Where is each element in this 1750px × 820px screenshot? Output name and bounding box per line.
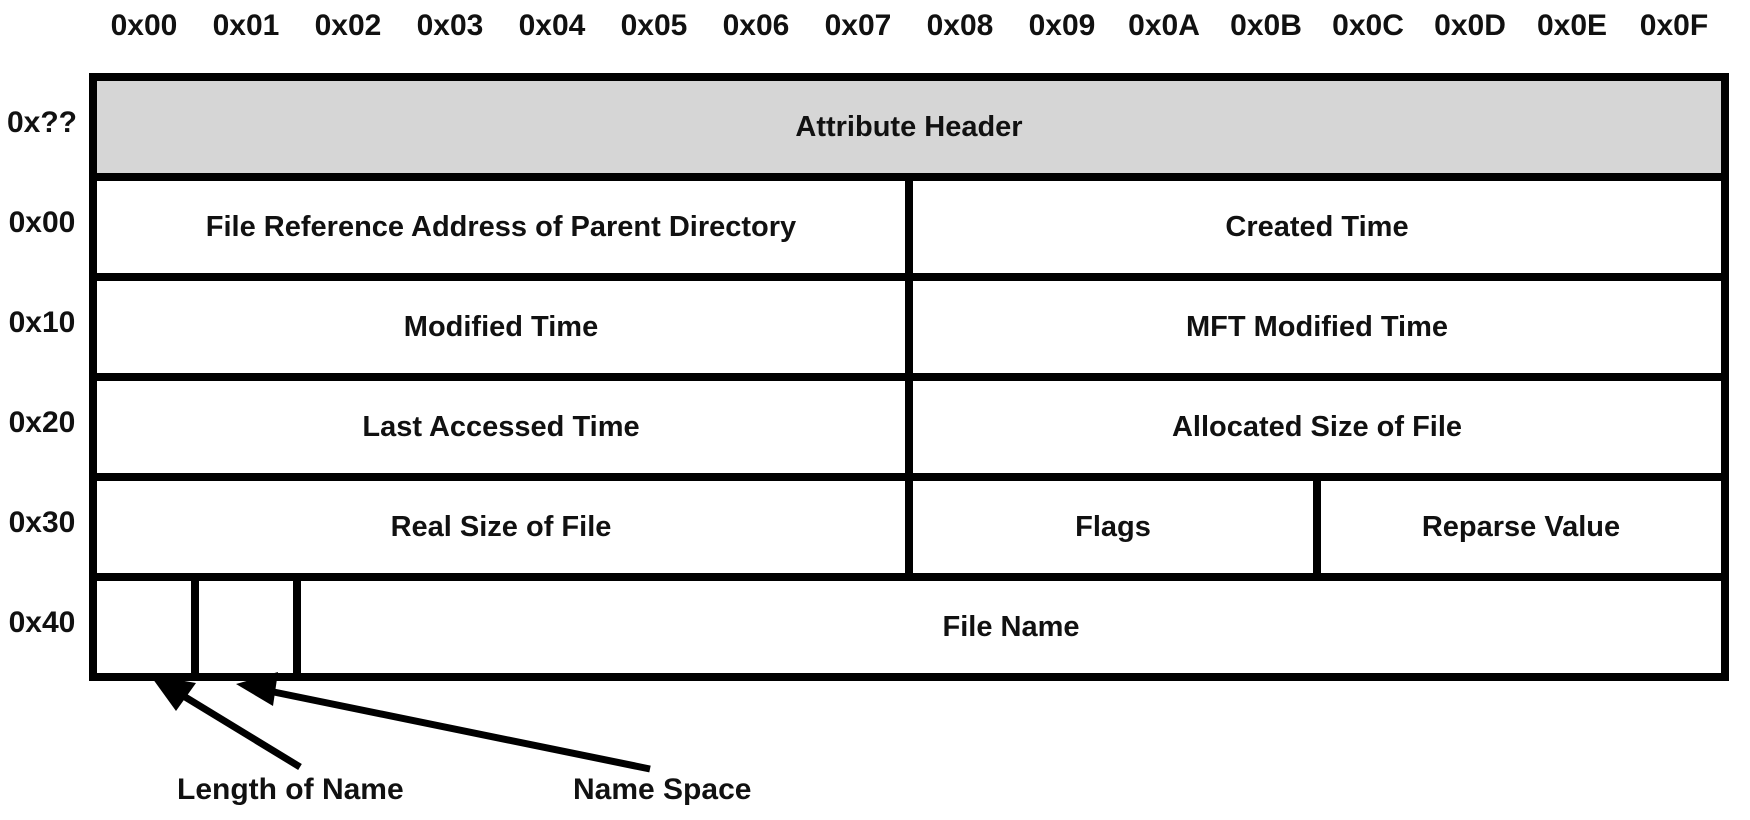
row-label: 0x40: [8, 606, 76, 639]
column-label: 0x01: [212, 9, 280, 42]
name-space-arrowhead: [236, 672, 278, 706]
column-label: 0x0E: [1536, 9, 1608, 42]
row-label: 0x30: [8, 506, 76, 539]
length-of-name-cell: [89, 573, 199, 681]
row-label: 0x??: [6, 106, 78, 139]
row-label: 0x20: [8, 406, 76, 439]
length-of-name-arrowhead: [150, 675, 196, 711]
column-label: 0x02: [314, 9, 382, 42]
column-label: 0x06: [722, 9, 790, 42]
column-label: 0x08: [926, 9, 994, 42]
column-label: 0x0F: [1639, 9, 1709, 42]
column-label: 0x00: [110, 9, 178, 42]
column-label: 0x04: [518, 9, 586, 42]
length-of-name-arrow-shaft: [170, 686, 302, 770]
name-space-arrow-shaft: [263, 686, 651, 773]
row-label: 0x00: [8, 206, 76, 239]
created-time-cell: Created Time: [905, 173, 1729, 281]
column-label: 0x05: [620, 9, 688, 42]
column-label: 0x0C: [1332, 9, 1404, 42]
column-label: 0x09: [1028, 9, 1096, 42]
column-label: 0x0D: [1434, 9, 1506, 42]
name-space-label: Name Space: [573, 773, 752, 806]
length-of-name-label: Length of Name: [177, 773, 404, 806]
column-label: 0x0A: [1128, 9, 1200, 42]
row-label: 0x10: [8, 306, 76, 339]
column-label: 0x03: [416, 9, 484, 42]
reparse-value-cell: Reparse Value: [1313, 473, 1729, 581]
file-name-cell: File Name: [293, 573, 1729, 681]
column-label: 0x07: [824, 9, 892, 42]
column-label: 0x0B: [1230, 9, 1302, 42]
